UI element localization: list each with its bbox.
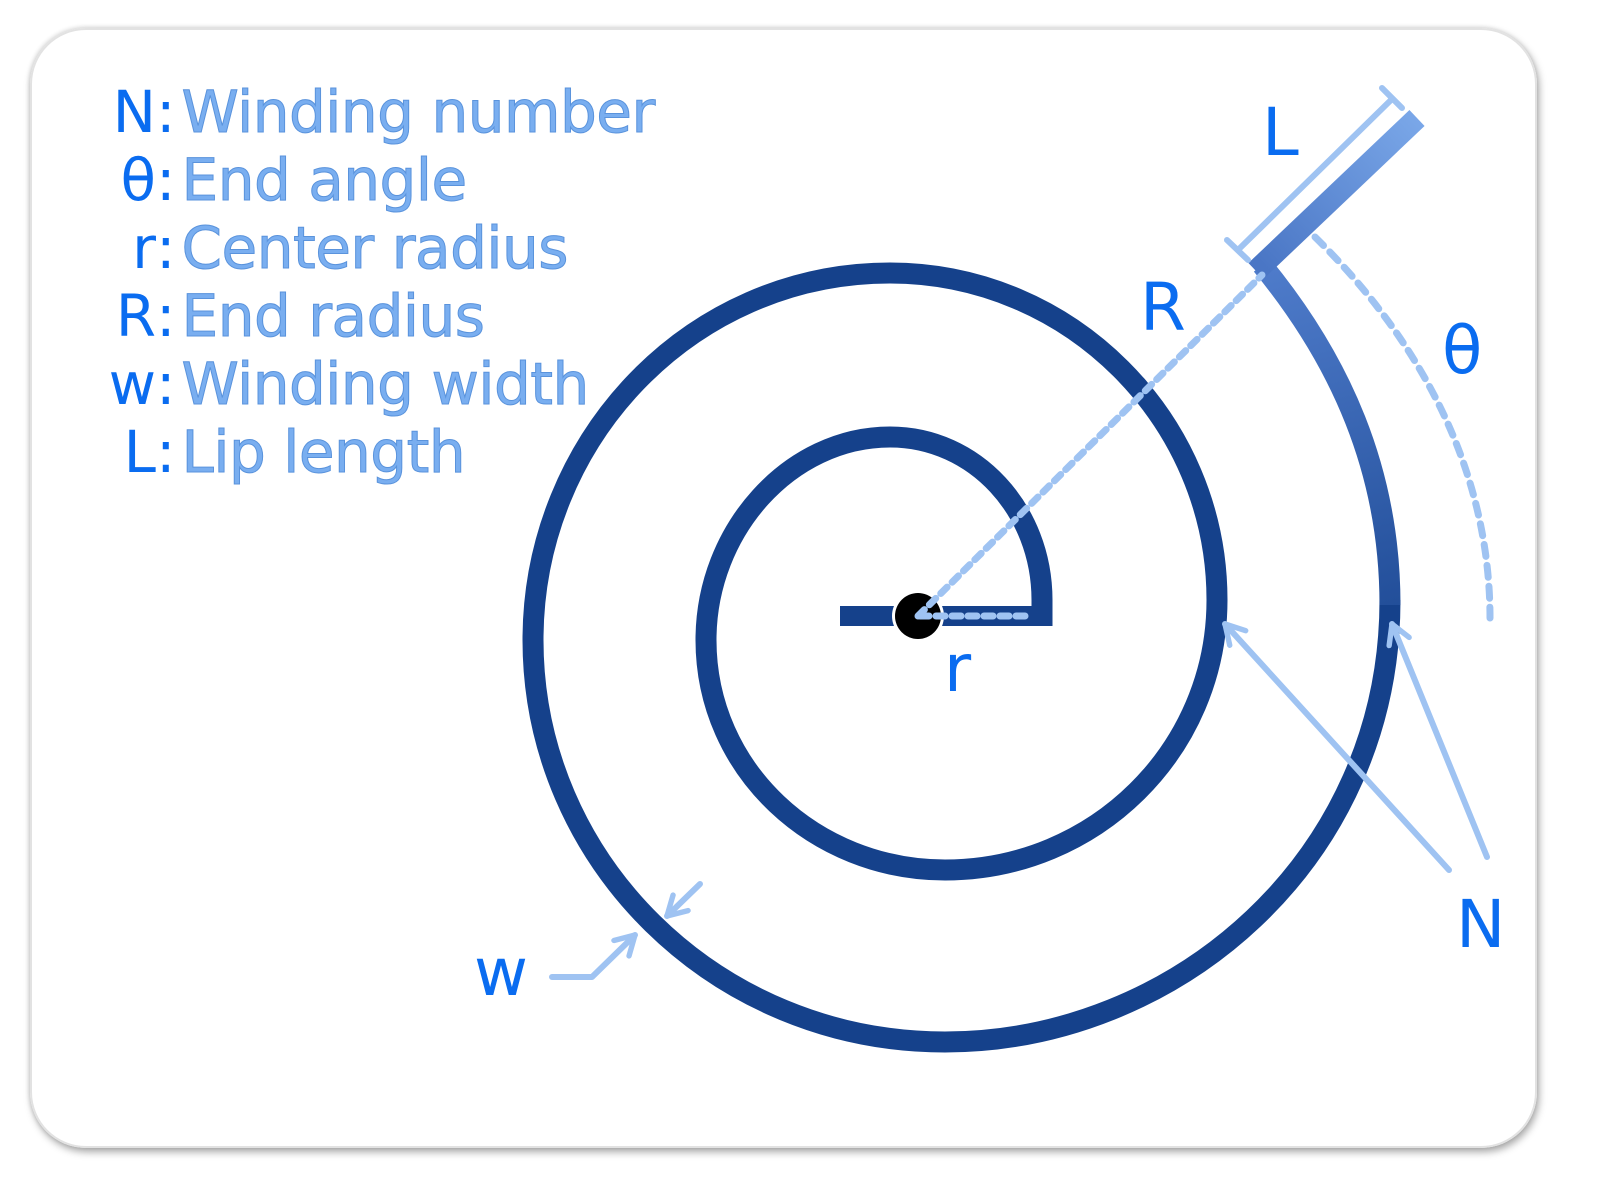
legend-symbol: w (108, 350, 156, 418)
legend-colon: : (156, 350, 176, 418)
legend-row-end-radius: R:End radius (72, 282, 655, 351)
end-radius-dashed-line (914, 271, 1266, 620)
legend-row-center-radius: r:Center radius (72, 214, 655, 283)
legend-colon: : (156, 78, 176, 146)
winding-number-arrow-outer (1386, 621, 1490, 860)
legend-description: Winding number (181, 78, 656, 147)
diagram-card (30, 28, 1537, 1148)
legend-description: Center radius (181, 214, 569, 283)
legend-colon: : (156, 214, 176, 282)
legend-row-lip-length: L:Lip length (72, 418, 655, 487)
legend-colon: : (156, 418, 176, 486)
label-end-angle: θ (1442, 312, 1483, 389)
spiral-winding (522, 262, 1401, 1053)
legend-colon: : (156, 282, 176, 350)
spiral-lip (1248, 110, 1425, 279)
legend-symbol: r (132, 214, 156, 282)
winding-number-arrow-inner (1222, 621, 1452, 873)
label-center-radius: r (944, 630, 972, 707)
legend-description: Winding width (181, 350, 590, 419)
legend-colon: : (156, 146, 176, 214)
legend-description: End angle (181, 146, 468, 215)
legend-symbol: N (112, 78, 156, 146)
winding-width-arrow-outer (549, 932, 638, 980)
label-winding-number: N (1456, 886, 1506, 963)
winding-width-arrow-inner (664, 881, 703, 919)
legend-symbol: R (115, 282, 156, 350)
label-winding-width: w (474, 934, 528, 1011)
legend: N:Winding number θ:End angle r:Center ra… (72, 78, 656, 487)
end-angle-dashed-arc (1311, 233, 1494, 622)
lip-length-dimension (1224, 85, 1405, 263)
legend-row-winding-width: w:Winding width (72, 350, 655, 419)
label-end-radius: R (1140, 269, 1186, 346)
label-lip-length: L (1262, 94, 1299, 171)
legend-row-winding-number: N:Winding number (72, 78, 656, 147)
legend-symbol: θ (120, 146, 157, 214)
legend-symbol: L (123, 418, 156, 486)
legend-row-end-angle: θ:End angle (72, 146, 655, 215)
spiral-end-segment (1253, 258, 1401, 606)
legend-description: Lip length (181, 418, 466, 487)
legend-description: End radius (181, 282, 485, 351)
